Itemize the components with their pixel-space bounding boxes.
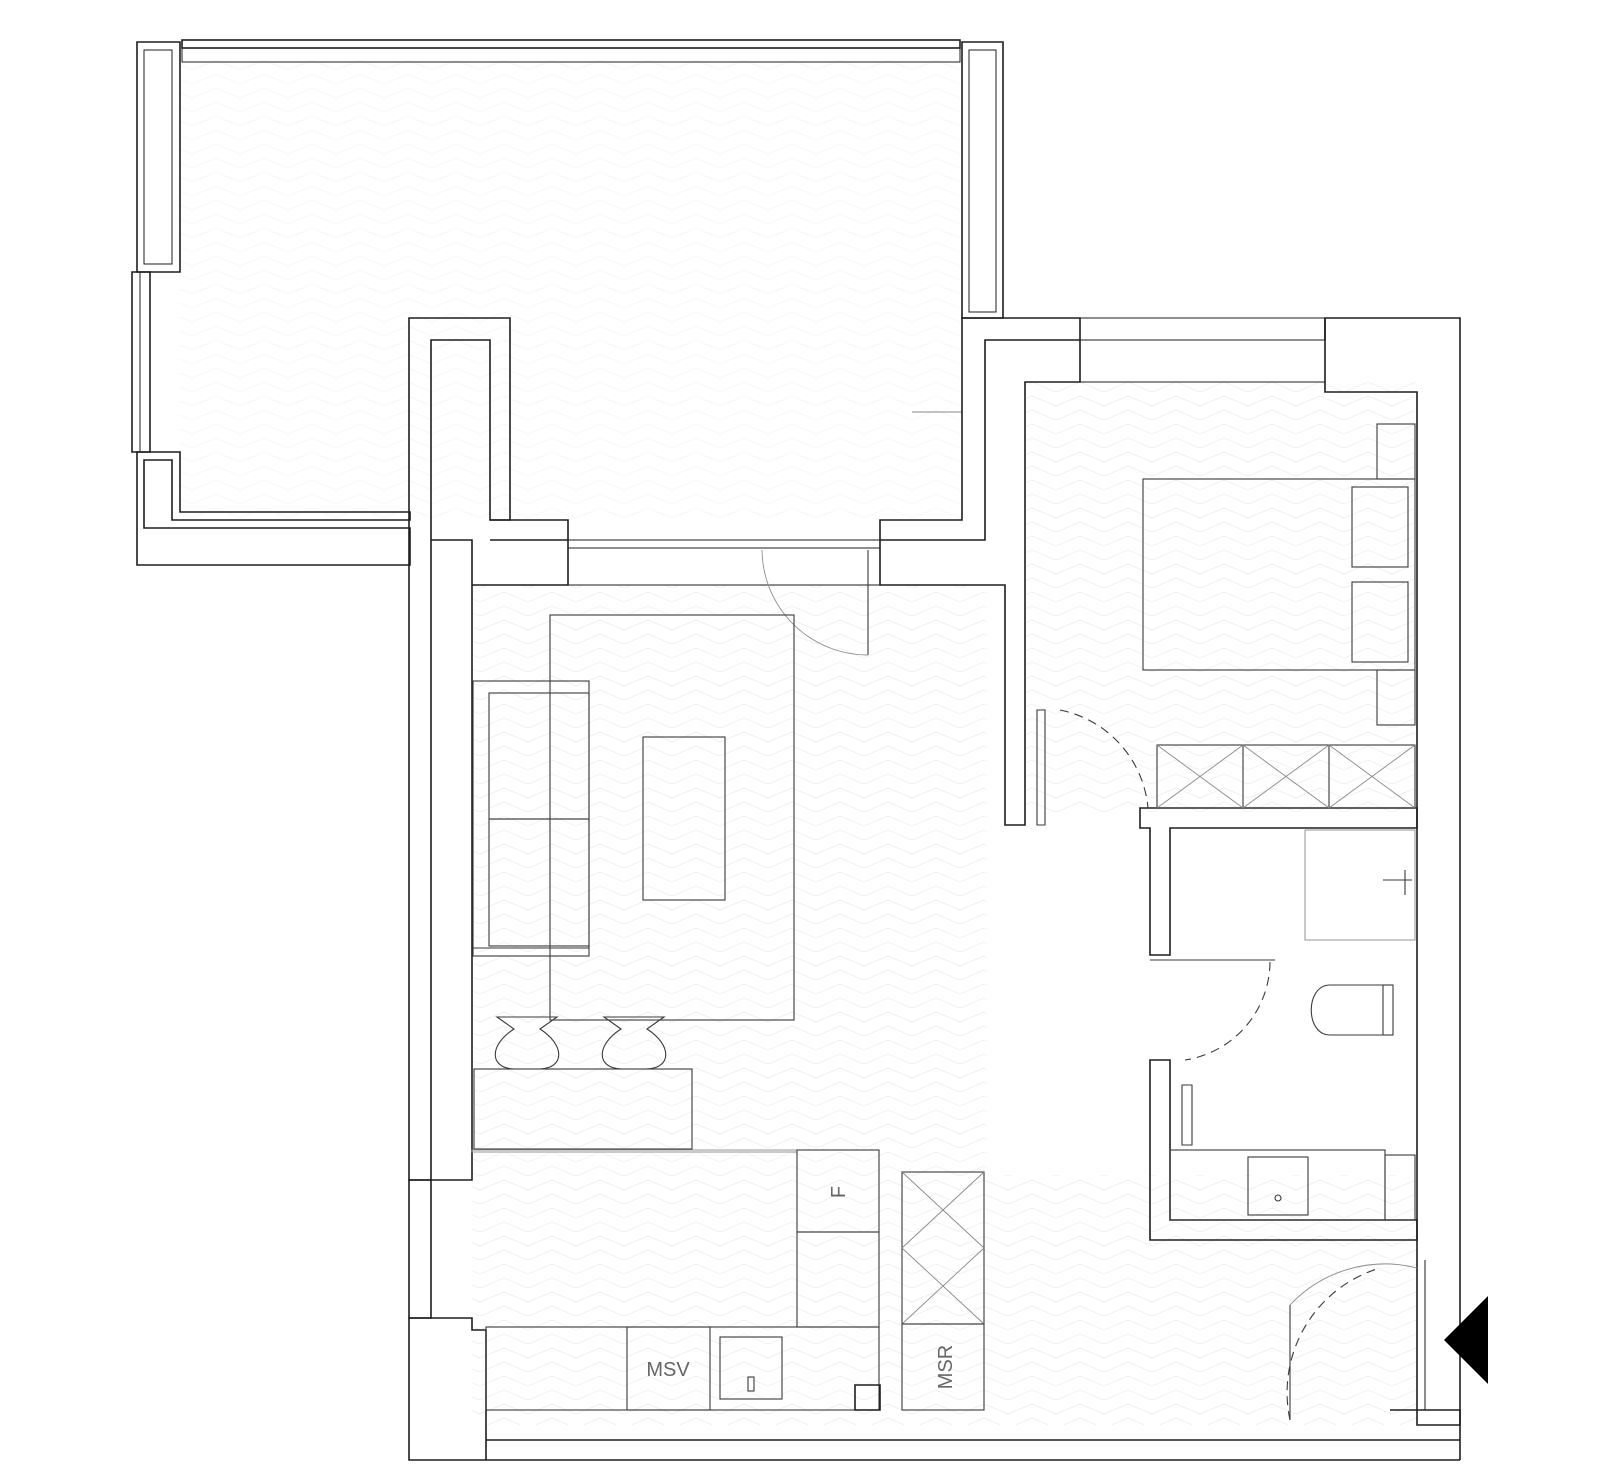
fridge-label: F [828,1186,850,1198]
vase-left [494,1016,560,1070]
shower [1304,829,1416,941]
msr-label: MSR [935,1345,957,1389]
sofa [472,680,590,957]
kitchen: F MSV MSR [471,1149,985,1411]
nightstand-bottom [1376,669,1416,726]
toilet [1310,984,1394,1036]
msr-cabinet: MSR [901,1323,985,1411]
msv-label: MSV [646,1359,690,1381]
entry-arrow-icon [1444,1296,1488,1384]
vanity [1169,1149,1416,1221]
doors [761,549,1418,1421]
floor-hatching [180,60,1417,1425]
bed [1142,478,1416,671]
coffee-table [642,736,726,901]
sideboard [473,1068,693,1150]
rug [549,614,795,1021]
vase-right [601,1016,667,1070]
bedroom-furniture [1142,423,1416,809]
walls [408,317,1461,1461]
sink [719,1336,783,1400]
pillow-bottom [1351,581,1409,663]
pillow-top [1351,486,1409,568]
living-room-furniture [472,614,795,1150]
wardrobe [1156,744,1416,809]
msv-cabinet: MSV [626,1326,711,1411]
bathroom-fixtures [1169,829,1416,1221]
